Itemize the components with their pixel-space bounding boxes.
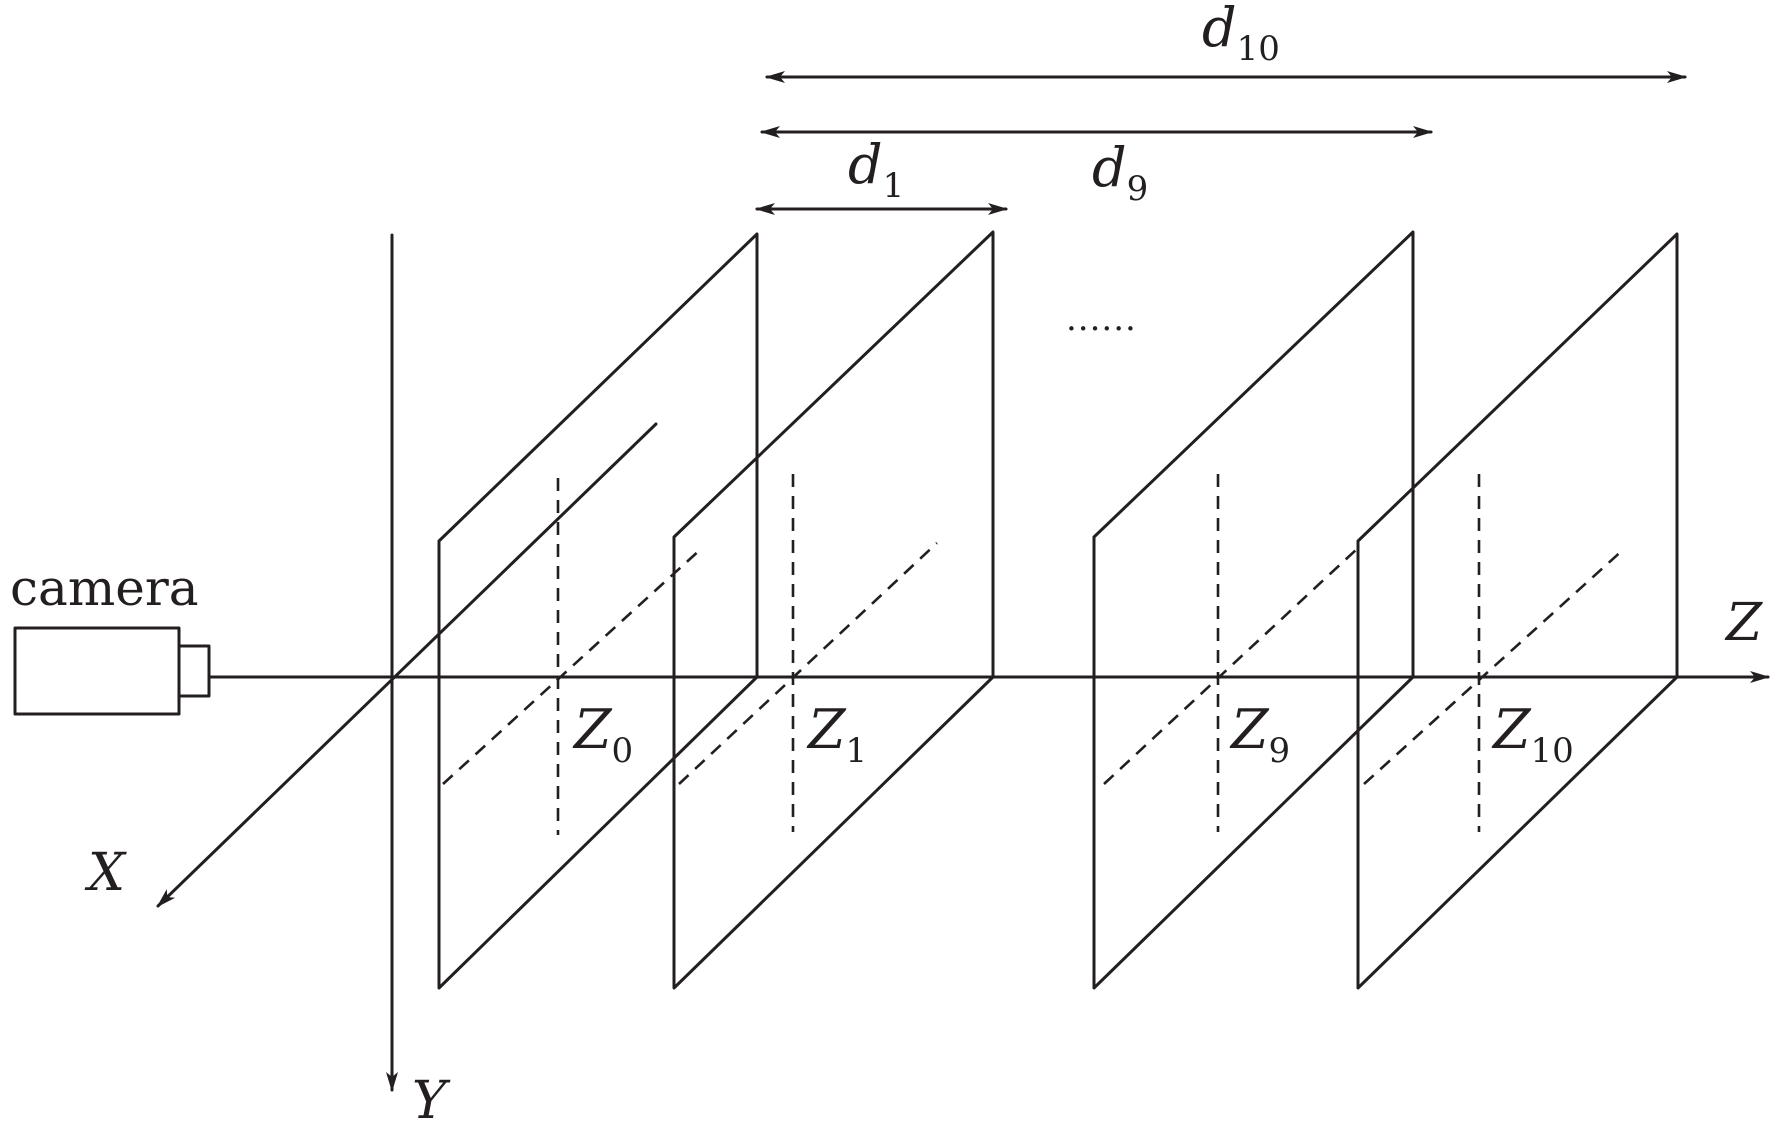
- plane-label-z9: Z9: [1229, 698, 1290, 771]
- x-axis: [156, 422, 658, 908]
- plane-z0: [437, 232, 759, 990]
- distance-label-d1: d1: [848, 133, 904, 206]
- plane-z1: [672, 230, 995, 990]
- distance-label-d10: d10: [1202, 0, 1280, 69]
- y-axis-label: Y: [412, 1071, 451, 1130]
- plane-label-z0: Z0: [572, 698, 633, 771]
- ellipsis-text: ......: [1066, 299, 1137, 339]
- distance-label-d9: d9: [1092, 136, 1148, 209]
- x-axis-label: X: [84, 843, 127, 903]
- plane-label-z10: Z10: [1491, 698, 1574, 771]
- plane-z9: [1092, 230, 1415, 990]
- camera-icon: [13, 626, 211, 716]
- z-axis-label: Z: [1724, 593, 1763, 653]
- camera-label: camera: [10, 559, 199, 617]
- plane-label-z1: Z1: [806, 698, 867, 771]
- plane-z10: [1356, 232, 1679, 990]
